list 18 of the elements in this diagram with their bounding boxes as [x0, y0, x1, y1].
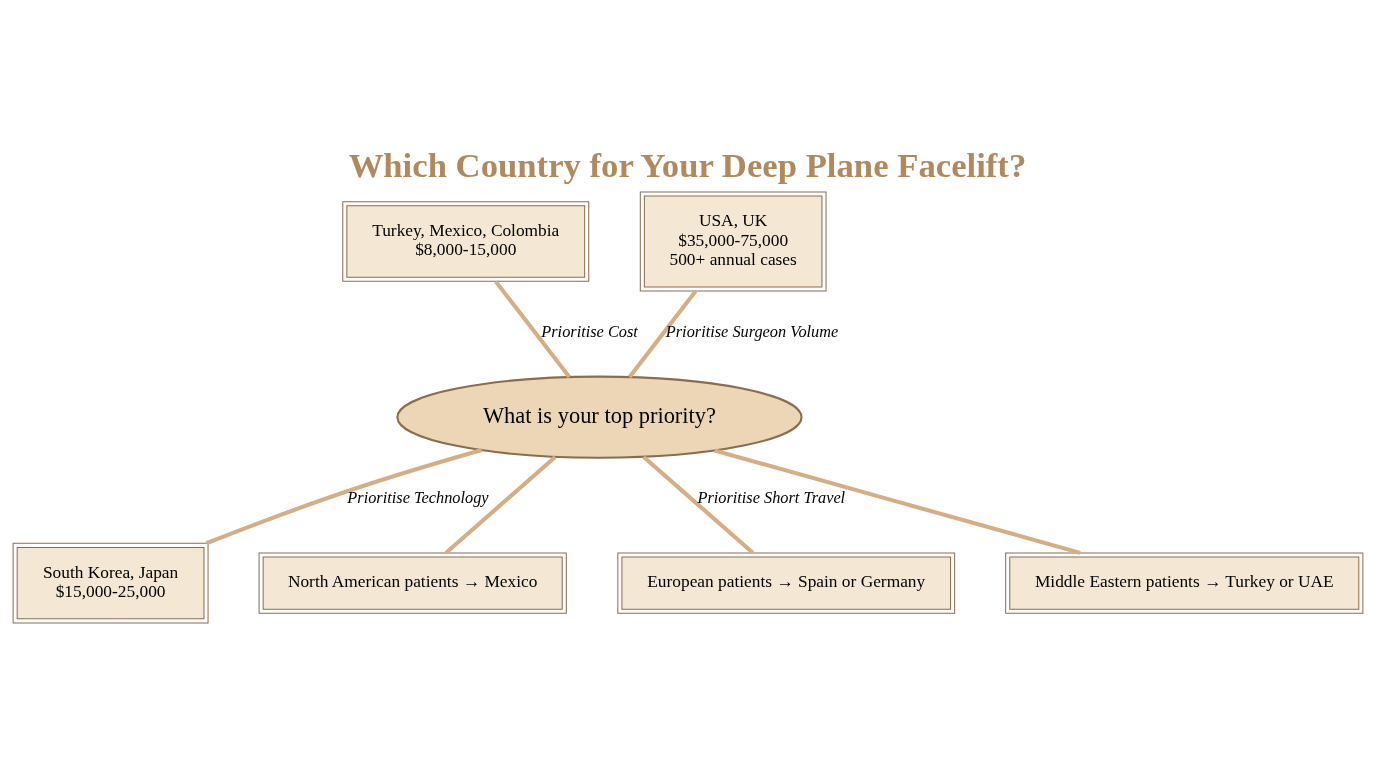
- node-box: Turkey, Mexico, Colombia $8,000-15,000: [342, 200, 590, 282]
- edge-label: Prioritise Cost: [541, 321, 638, 341]
- connector: [628, 289, 698, 378]
- node-ellipse: What is your top priority?: [396, 375, 803, 459]
- node-box: USA, UK $35,000-75,000 500+ annual cases: [639, 191, 827, 291]
- edge-label: Prioritise Technology: [347, 487, 489, 507]
- connector: [444, 455, 557, 554]
- node-box: Middle Eastern patients → Turkey or UAE: [1005, 552, 1364, 614]
- edge-label: Prioritise Surgeon Volume: [665, 321, 839, 341]
- diagram-title: Which Country for Your Deep Plane Facelift?: [348, 145, 1027, 185]
- node-box: European patients → Spain or Germany: [617, 552, 956, 614]
- connector: [205, 447, 483, 545]
- edge-label: Prioritise Short Travel: [697, 487, 846, 507]
- connector: [642, 455, 755, 554]
- node-box: North American patients → Mexico: [258, 552, 567, 614]
- connector: [714, 448, 1081, 555]
- node-box: South Korea, Japan $15,000-25,000: [12, 542, 209, 623]
- connector: [494, 279, 571, 378]
